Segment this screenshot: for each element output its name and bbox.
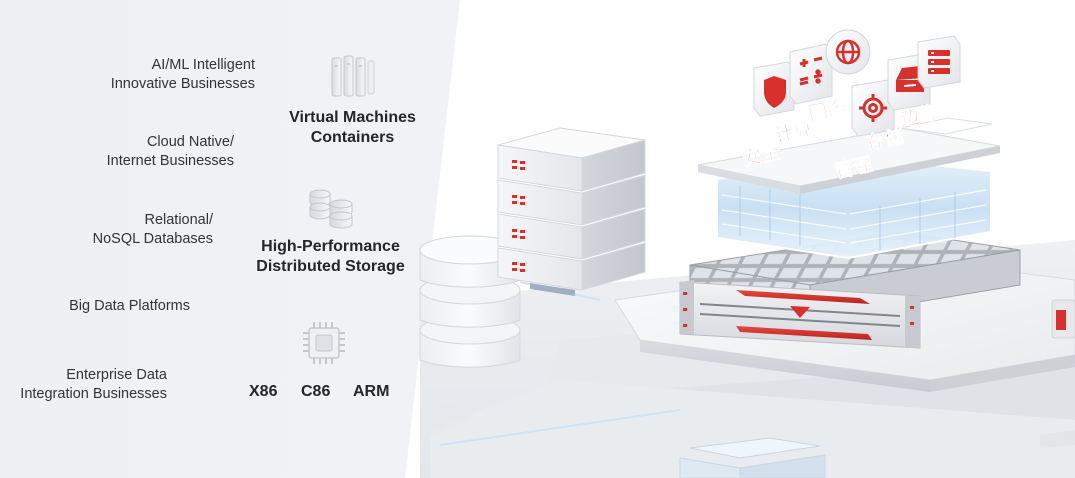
business-cloud-native-line1: Cloud Native/ xyxy=(146,134,234,150)
business-cloud-native: Cloud Native/ Internet Businesses xyxy=(107,133,234,171)
storage-cylinder-stack xyxy=(419,235,521,368)
arch-x86: X86 xyxy=(249,383,278,400)
rack-server xyxy=(679,280,921,349)
business-databases-line2: NoSQL Databases xyxy=(92,231,213,247)
business-enterprise: Enterprise Data Integration Businesses xyxy=(20,366,167,404)
top-platform xyxy=(697,117,1001,194)
globe-icon xyxy=(835,39,861,65)
business-enterprise-line2: Integration Businesses xyxy=(20,386,167,402)
database-stack-icon xyxy=(309,189,353,229)
business-databases-line1: Relational/ xyxy=(144,212,213,228)
business-ai-ml-line1: AI/ML Intelligent xyxy=(151,57,255,73)
storage-caption-line2: Distributed Storage xyxy=(256,258,405,275)
business-enterprise-line1: Enterprise Data xyxy=(66,367,167,383)
business-ai-ml: AI/ML Intelligent Innovative Businesses xyxy=(111,56,255,94)
calculator-icon xyxy=(799,56,823,86)
business-big-data: Big Data Platforms xyxy=(69,297,190,316)
arch-c86: C86 xyxy=(301,383,331,400)
compute-caption-line1: Virtual Machines xyxy=(289,109,416,126)
storage-caption-line1: High-Performance xyxy=(261,238,400,255)
business-databases: Relational/ NoSQL Databases xyxy=(93,211,213,249)
compute-caption-line2: Containers xyxy=(310,129,395,146)
cpu-chip-icon xyxy=(303,322,345,364)
business-ai-ml-line2: Innovative Businesses xyxy=(110,76,255,92)
business-cloud-native-line2: Internet Businesses xyxy=(106,153,234,169)
storage-caption: High-Performance Distributed Storage xyxy=(248,237,413,277)
server-box-stack xyxy=(497,127,646,296)
tile-edge xyxy=(917,35,961,89)
tile-network xyxy=(825,29,871,75)
storage-drawer-icon xyxy=(896,66,924,92)
label-compute: 计算 xyxy=(772,116,814,146)
compute-caption: Virtual Machines Containers xyxy=(282,108,423,148)
tile-security xyxy=(753,61,795,117)
bottom-frame xyxy=(679,437,826,478)
gear-icon xyxy=(859,94,887,122)
shield-icon xyxy=(764,76,786,108)
business-big-data-label: Big Data Platforms xyxy=(69,298,190,314)
tile-management xyxy=(851,79,895,137)
server-list-icon xyxy=(928,50,950,74)
arch-arm: ARM xyxy=(353,383,390,400)
tile-compute xyxy=(789,43,833,105)
server-rack-icon xyxy=(331,55,375,97)
